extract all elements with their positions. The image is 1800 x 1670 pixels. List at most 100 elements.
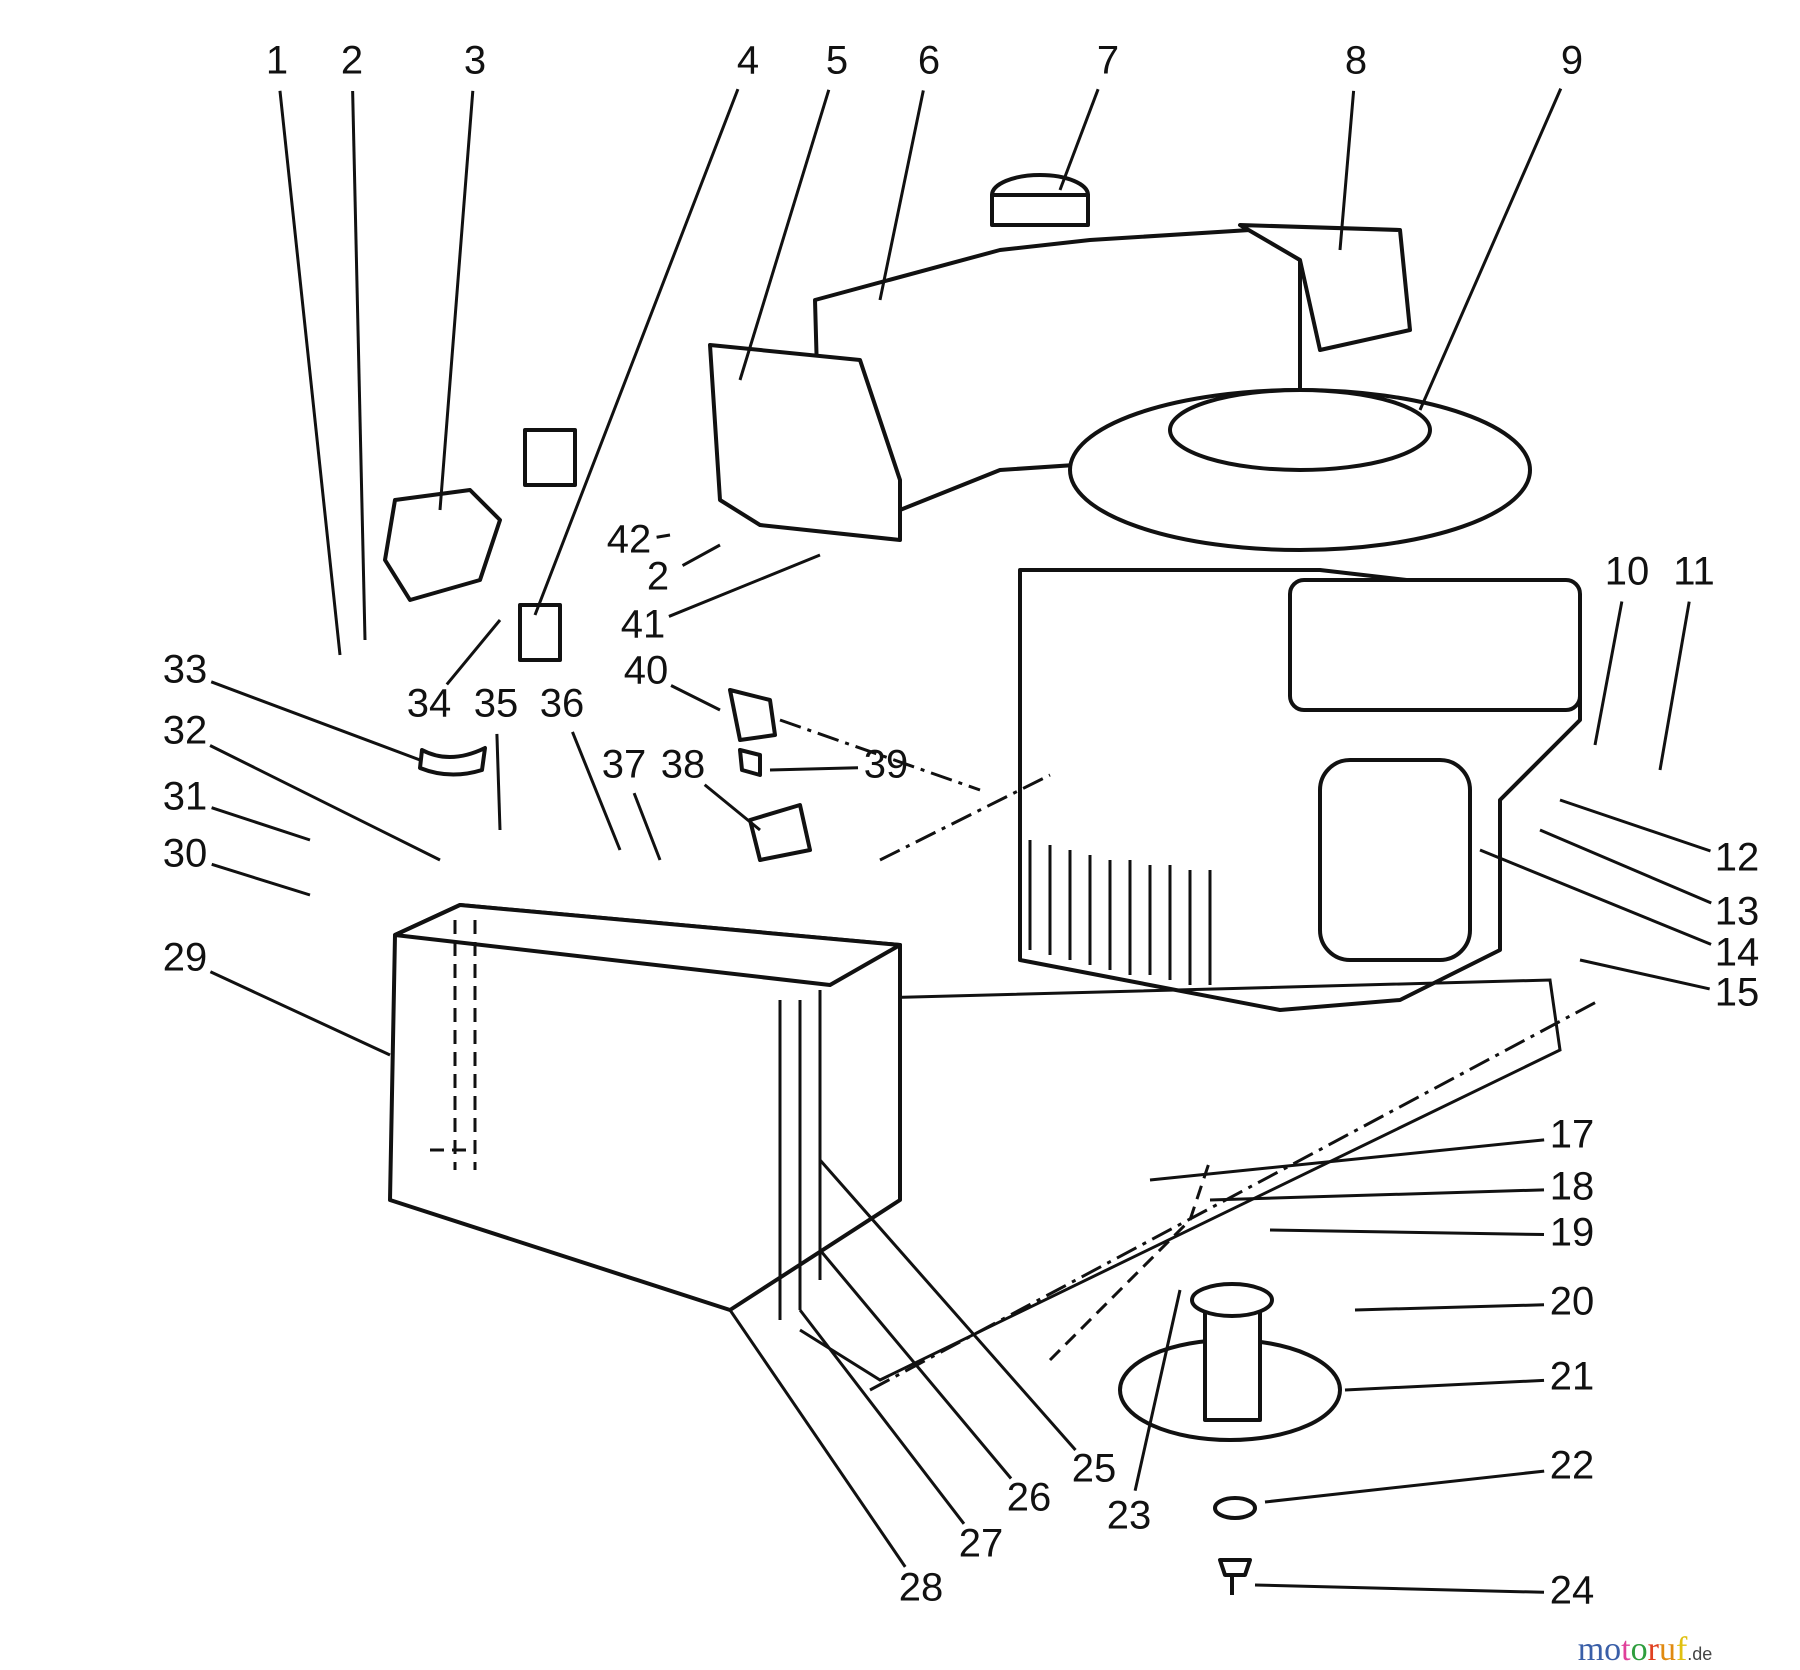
callout-label-42: 42 — [607, 518, 652, 562]
callout-label-14: 14 — [1715, 931, 1760, 975]
fuel-cap-body — [990, 193, 1090, 227]
leader-line-10 — [1593, 601, 1624, 746]
watermark-letter: r — [1648, 1631, 1660, 1668]
callout-label-23: 23 — [1107, 1494, 1152, 1538]
leader-line-13 — [1539, 828, 1712, 905]
terminal-cover — [748, 803, 812, 862]
mounting-plate — [799, 978, 1562, 1382]
leader-line-3 — [438, 90, 475, 511]
centerline-fuel — [779, 718, 981, 792]
leader-line-14 — [1479, 848, 1712, 946]
svg-text:motoruf.de: motoruf.de — [1578, 1631, 1713, 1668]
callout-label-24: 24 — [1550, 1569, 1595, 1613]
leader-line-23 — [1133, 1289, 1182, 1492]
leader-line-21 — [1344, 1378, 1545, 1392]
leader-line-32 — [209, 744, 441, 862]
leader-line-25 — [818, 1159, 1077, 1451]
leader-line-19 — [1269, 1228, 1545, 1237]
callout-label-18: 18 — [1550, 1165, 1595, 1209]
callout-label-15: 15 — [1715, 971, 1760, 1015]
callout-label-22: 22 — [1550, 1444, 1595, 1488]
callout-label-29: 29 — [163, 936, 208, 980]
connector — [523, 428, 577, 487]
ignition-switch — [383, 488, 502, 602]
callout-label-5: 5 — [826, 39, 848, 83]
callout-label-35: 35 — [474, 682, 519, 726]
tank-strap-rear — [1238, 223, 1412, 352]
leader-line-31 — [211, 806, 311, 842]
leader-line-22 — [1264, 1469, 1545, 1504]
battery-top — [393, 903, 902, 987]
callout-label-2: 2 — [341, 39, 363, 83]
washer — [1213, 1496, 1257, 1520]
callout-label-36: 36 — [540, 682, 585, 726]
pulley-hub-top — [1190, 1282, 1274, 1318]
battery-hold-down-rod — [430, 920, 477, 1170]
callout-label-41: 41 — [621, 603, 666, 647]
bolt — [1218, 1558, 1252, 1595]
callout-label-7: 7 — [1097, 39, 1119, 83]
leader-line-29 — [209, 970, 391, 1057]
leader-line-12 — [1559, 798, 1711, 853]
leader-line-20 — [1354, 1303, 1545, 1312]
leader-line-30 — [211, 862, 311, 897]
watermark-letter: o — [1631, 1631, 1648, 1668]
watermark-suffix: .de — [1687, 1644, 1712, 1664]
watermark-letter: t — [1621, 1631, 1631, 1668]
callout-label-34: 34 — [407, 682, 452, 726]
leader-line-40 — [670, 684, 721, 712]
leader-line-18 — [1209, 1188, 1545, 1202]
callout-label-9: 9 — [1561, 39, 1583, 83]
leader-line-4 — [533, 88, 740, 616]
watermark-letter: u — [1659, 1631, 1676, 1668]
solenoid-plug — [518, 603, 562, 662]
leader-line-39 — [769, 766, 859, 772]
callout-label-31: 31 — [163, 775, 208, 819]
leader-line-6 — [878, 90, 925, 301]
hose-clamp — [738, 748, 762, 777]
callout-label-33: 33 — [163, 648, 208, 692]
callout-label-6: 6 — [918, 39, 940, 83]
leader-line-33 — [210, 680, 421, 762]
callout-label-2: 2 — [647, 555, 669, 599]
leader-line-5 — [738, 89, 831, 381]
callout-label-40: 40 — [624, 649, 669, 693]
leader-line-38 — [703, 783, 761, 832]
callout-label-21: 21 — [1550, 1355, 1595, 1399]
leader-line-24 — [1254, 1583, 1545, 1594]
leader-line-11 — [1658, 601, 1691, 771]
callout-label-4: 4 — [737, 39, 759, 83]
pulley-hub — [1203, 1298, 1262, 1422]
leader-line-26 — [818, 1249, 1013, 1480]
callout-label-13: 13 — [1715, 890, 1760, 934]
leader-line-15 — [1579, 958, 1710, 991]
leader-lines — [209, 88, 1712, 1594]
callout-label-11: 11 — [1673, 550, 1715, 594]
callout-label-20: 20 — [1550, 1280, 1595, 1324]
leader-line-28 — [728, 1309, 907, 1568]
callout-label-3: 3 — [464, 39, 486, 83]
callout-label-1: 1 — [266, 39, 288, 83]
centerline-mount — [879, 773, 1051, 862]
leader-line-2 — [681, 543, 721, 567]
leader-line-9 — [1418, 88, 1563, 411]
callout-label-10: 10 — [1605, 550, 1650, 594]
leader-line-35 — [495, 733, 502, 831]
watermark: motoruf.de — [1578, 1631, 1713, 1668]
watermark-letter: o — [1604, 1631, 1621, 1668]
leader-line-42 — [656, 533, 671, 539]
cooling-fins — [1028, 840, 1212, 985]
tank-strap-front — [708, 343, 902, 542]
callout-label-38: 38 — [661, 743, 706, 787]
callout-label-37: 37 — [602, 743, 647, 787]
leader-line-8 — [1338, 90, 1356, 251]
leader-line-2 — [351, 90, 367, 641]
centerline-plate — [869, 998, 1601, 1392]
callout-label-26: 26 — [1007, 1476, 1052, 1520]
callout-label-32: 32 — [163, 709, 208, 753]
callout-label-39: 39 — [864, 743, 909, 787]
parts-drawing — [383, 173, 1601, 1595]
callout-label-12: 12 — [1715, 836, 1760, 880]
